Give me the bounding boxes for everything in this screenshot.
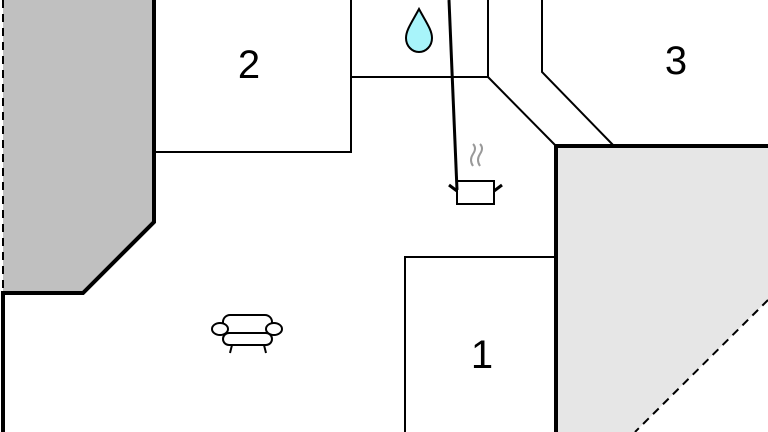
room-2-walls xyxy=(154,0,352,153)
terrace-left-wall xyxy=(1,0,156,432)
terrace-left xyxy=(3,0,154,293)
water-drop-icon xyxy=(404,6,434,54)
terrace-right-dashed-edge xyxy=(634,299,768,432)
room-label-1: 1 xyxy=(471,333,493,377)
armchair-icon xyxy=(211,314,283,354)
cooking-pot-icon xyxy=(447,0,503,205)
room-1-walls xyxy=(404,256,556,432)
terrace-right xyxy=(556,146,768,432)
room-label-2: 2 xyxy=(238,43,260,87)
room-label-3: 3 xyxy=(665,39,687,83)
room-3-walls xyxy=(541,0,615,147)
corridor-wall xyxy=(487,76,557,147)
